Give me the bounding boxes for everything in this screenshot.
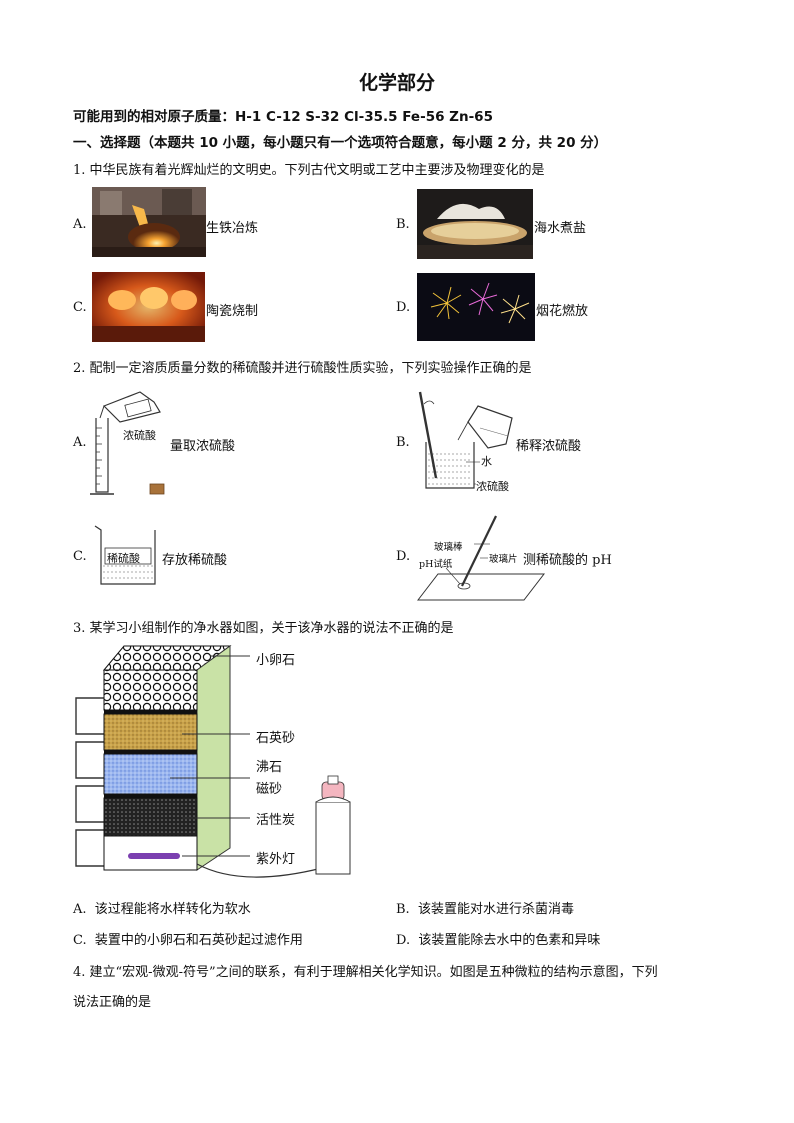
q3-option-a-letter: A. (73, 902, 87, 917)
q2-d-rod-label: 玻璃棒 (434, 542, 463, 553)
q2-option-b-letter: B. (396, 435, 410, 450)
q2-stem: 2. 配制一定溶质质量分数的稀硫酸并进行硫酸性质实验，下列实验操作正确的是 (73, 361, 532, 376)
q1-option-c-text: 陶瓷烧制 (206, 304, 259, 319)
q3-stem: 3. 某学习小组制作的净水器如图，关于该净水器的说法不正确的是 (73, 621, 454, 636)
q3-option-d-text: 该装置能除去水中的色素和异味 (418, 933, 601, 948)
q1-option-b-text: 海水煮盐 (534, 221, 587, 236)
q2-option-b-text: 稀释浓硫酸 (516, 439, 582, 454)
q2-b-acid-label: 浓硫酸 (476, 480, 509, 493)
q1-stem: 1. 中华民族有着光辉灿烂的文明史。下列古代文明或工艺中主要涉及物理变化的是 (73, 163, 545, 178)
sea-salt-boiling-image (417, 189, 533, 259)
layer-label-activated-carbon: 活性炭 (256, 813, 296, 828)
q2-option-c-text: 存放稀硫酸 (162, 553, 228, 568)
q2-d-paper-label: pH试纸 (419, 559, 453, 570)
q2-option-d-text: 测稀硫酸的 pH (523, 553, 612, 568)
q2-c-acid-label: 稀硫酸 (107, 552, 140, 565)
layer-label-zeolite: 沸石 (256, 760, 283, 775)
iron-smelting-image (92, 187, 206, 257)
q2-option-d-letter: D. (396, 549, 411, 564)
storage-beaker-figure (94, 525, 156, 585)
atomic-masses: 可能用到的相对原子质量：H-1 C-12 S-32 Cl-35.5 Fe-56 … (73, 109, 493, 125)
q2-b-water-label: 水 (481, 455, 492, 468)
q3-option-b-text: 该装置能对水进行杀菌消毒 (417, 902, 574, 917)
page-title: 化学部分 (358, 72, 435, 94)
q2-option-a-text: 量取浓硫酸 (170, 439, 236, 454)
graduated-cylinder-figure (90, 391, 165, 495)
q3-option-c-letter: C. (73, 933, 87, 948)
q3-option-a-text: 该过程能将水样转化为软水 (94, 902, 251, 917)
q2-option-a-letter: A. (73, 435, 87, 450)
q3-option-c: C. 装置中的小卵石和石英砂起过滤作用 (73, 929, 303, 948)
q2-a-acid-label: 浓硫酸 (123, 429, 156, 442)
pottery-firing-image (92, 272, 205, 342)
q2-d-plate-label: 玻璃片 (489, 554, 518, 565)
q3-option-b-letter: B. (396, 902, 410, 917)
q4-stem-line1: 4. 建立“宏观-微观-符号”之间的联系，有利于理解相关化学知识。如图是五种微粒… (73, 965, 658, 980)
q3-option-d-letter: D. (396, 933, 411, 948)
water-purifier-figure (75, 645, 351, 878)
layer-label-quartz-sand: 石英砂 (256, 731, 296, 746)
q1-option-a-letter: A. (73, 217, 87, 232)
q1-option-b-letter: B. (396, 217, 410, 232)
q4-stem-line2: 说法正确的是 (73, 995, 152, 1010)
fireworks-image (417, 273, 535, 341)
q1-option-a-text: 生铁冶炼 (206, 221, 259, 236)
q3-option-b: B. 该装置能对水进行杀菌消毒 (396, 898, 574, 917)
layer-label-pebbles: 小卵石 (256, 653, 296, 668)
q1-option-d-text: 烟花燃放 (536, 304, 589, 319)
dilution-beaker-figure (418, 391, 513, 489)
section-heading: 一、选择题（本题共 10 小题，每小题只有一个选项符合题意，每小题 2 分，共 … (73, 135, 608, 151)
q3-option-d: D. 该装置能除去水中的色素和异味 (396, 929, 600, 948)
ph-test-figure (416, 515, 546, 601)
q1-option-c-letter: C. (73, 300, 87, 315)
q3-option-a: A. 该过程能将水样转化为软水 (73, 898, 251, 917)
layer-label-uv-lamp: 紫外灯 (256, 852, 296, 867)
layer-label-magnetic-sand: 磁砂 (256, 782, 283, 797)
q2-option-c-letter: C. (73, 549, 87, 564)
q1-option-d-letter: D. (396, 300, 411, 315)
q3-option-c-text: 装置中的小卵石和石英砂起过滤作用 (94, 933, 303, 948)
